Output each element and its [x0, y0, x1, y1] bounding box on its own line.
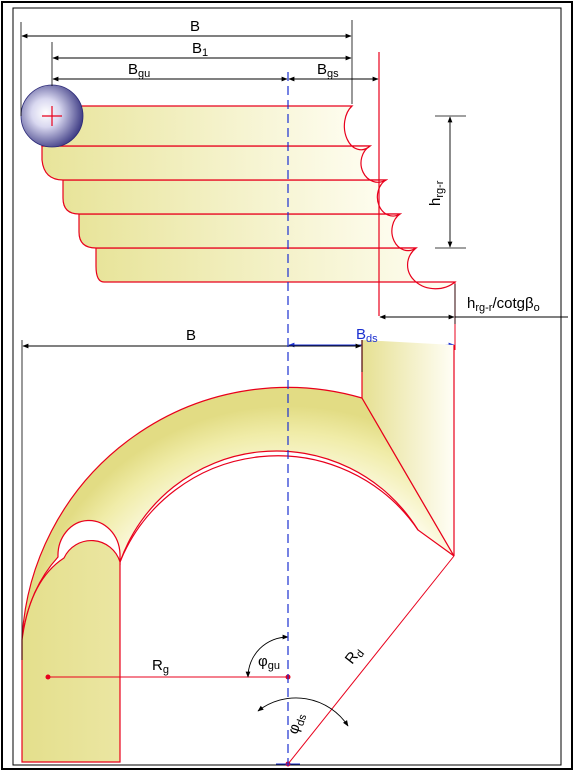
label-B-top: B	[190, 18, 200, 35]
electrode-ball	[20, 84, 84, 148]
label-phigu: φgu	[258, 653, 280, 672]
label-B-bottom: B	[186, 327, 196, 344]
weld-layer-1	[41, 105, 372, 151]
bottom-dimension	[21, 340, 363, 660]
weld-layer-5	[95, 247, 457, 290]
dimension-lines	[21, 33, 568, 320]
label-B1: B1	[192, 40, 208, 59]
weld-layer-4	[78, 213, 418, 252]
outer-bend-arc-body	[21, 386, 455, 641]
label-Bgs: Bgs	[317, 61, 339, 80]
inner-arc	[119, 455, 419, 563]
label-phids: φds	[285, 710, 310, 737]
weld-layer-stack	[41, 105, 457, 290]
root-stem	[21, 540, 121, 763]
weld-layer-2	[41, 145, 389, 183]
angle-marks	[245, 634, 349, 727]
label-hrg: hrg-r	[427, 180, 446, 206]
label-Bgu: Bgu	[128, 61, 150, 80]
end-triangle	[362, 340, 454, 556]
label-Bds: Bds	[356, 326, 378, 345]
label-hcot: hrg-r/cotgβo	[467, 295, 540, 314]
angle-phids-arc	[257, 697, 349, 727]
bend-section	[21, 340, 455, 763]
extension-lines	[20, 20, 466, 324]
weld-layer-3	[62, 179, 403, 217]
label-Rd: Rd	[342, 644, 367, 669]
angle-phigu-arc	[245, 634, 289, 678]
radius-Rd	[287, 555, 455, 765]
label-Rg: Rg	[152, 657, 169, 676]
